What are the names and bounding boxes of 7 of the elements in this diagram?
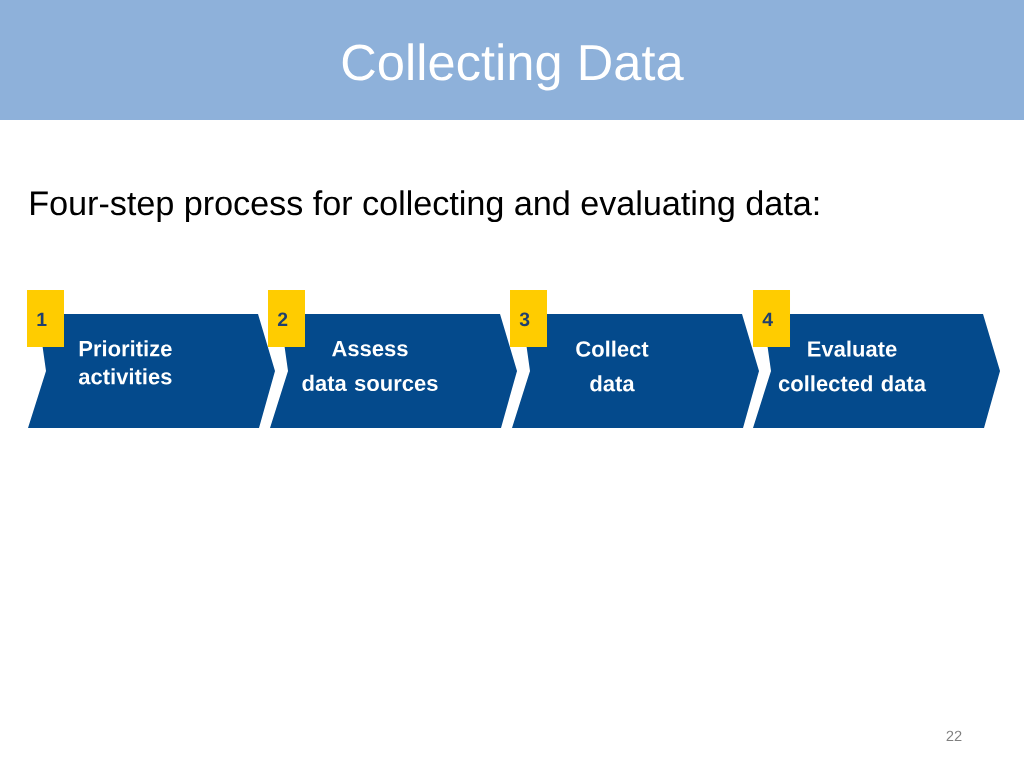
number-badge: 2 <box>268 290 305 347</box>
intro-text: Four-step process for collecting and evaluating data: <box>31 190 819 223</box>
number-badge: 1 <box>27 290 64 347</box>
number-badge: 4 <box>753 290 790 347</box>
number-badge: 3 <box>510 290 547 347</box>
page-number: 22 <box>946 730 962 741</box>
slide-title: Collecting Data <box>342 43 684 91</box>
